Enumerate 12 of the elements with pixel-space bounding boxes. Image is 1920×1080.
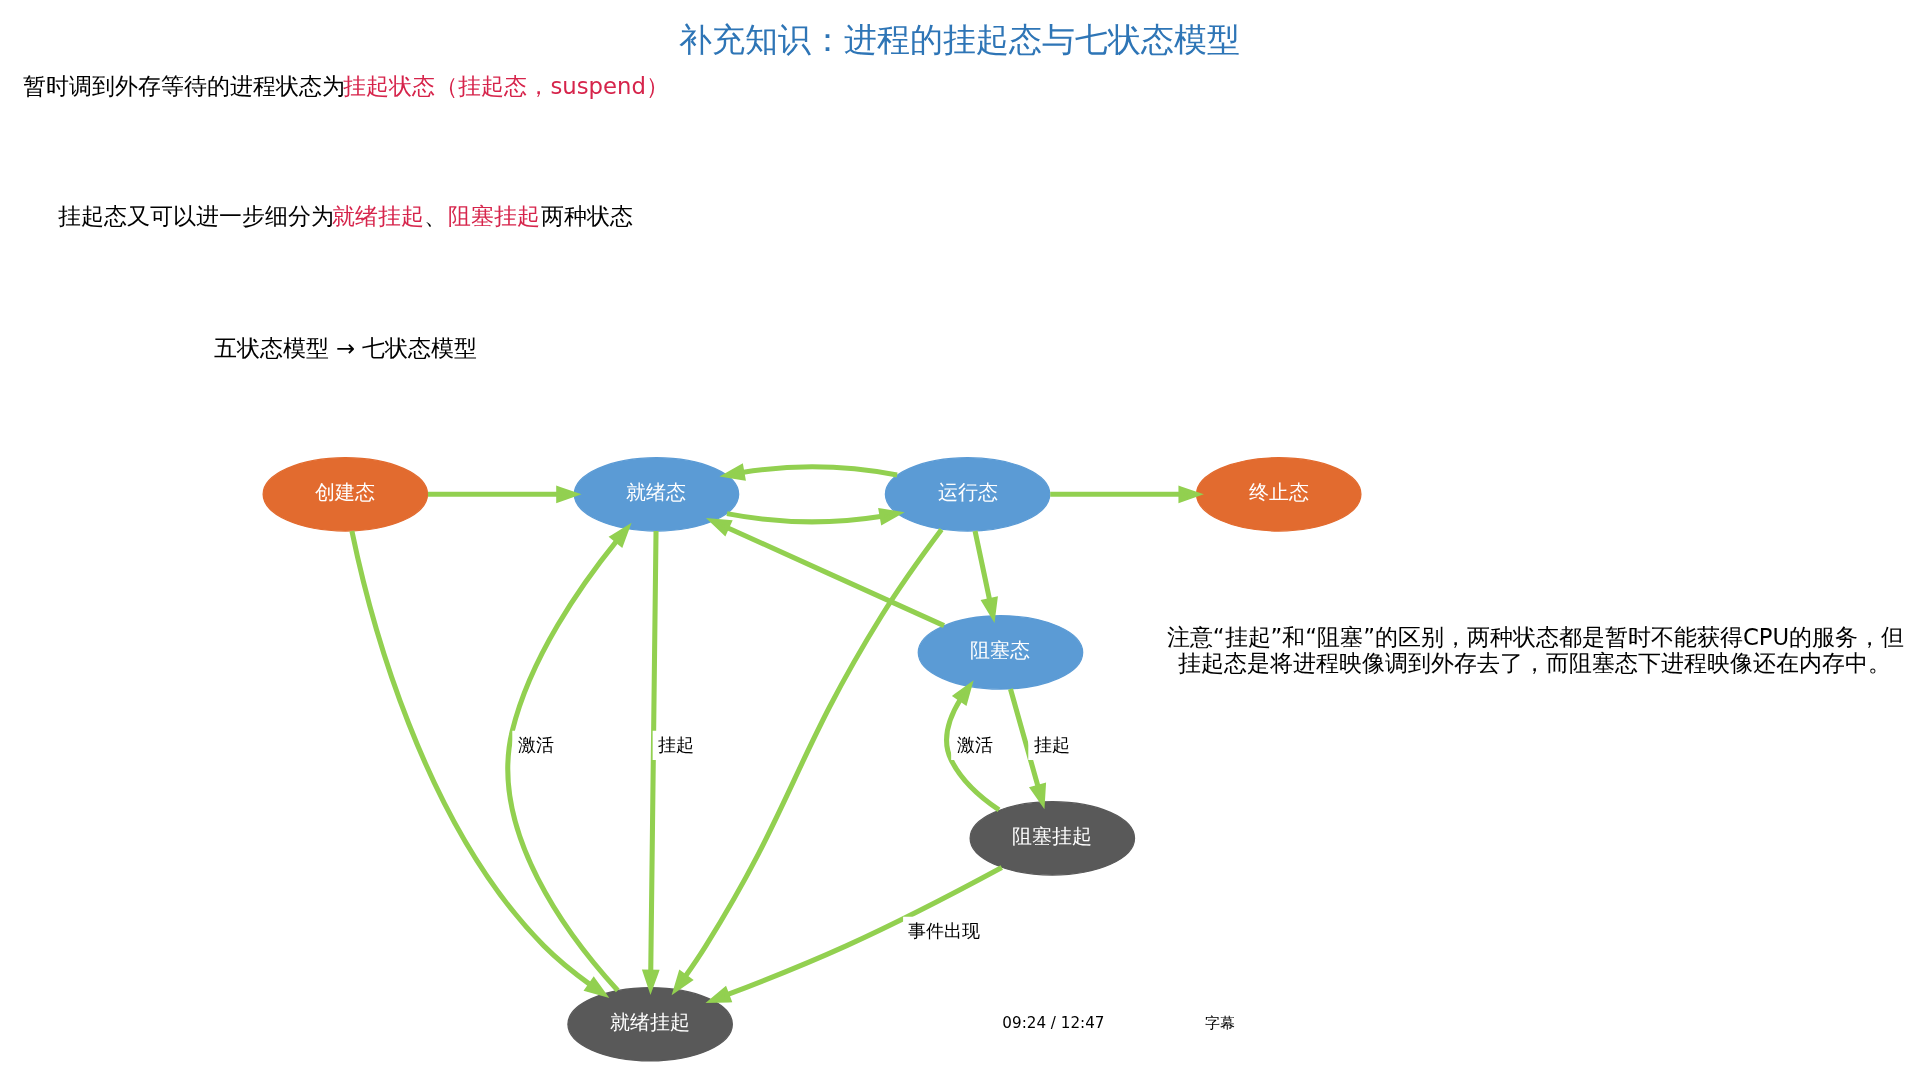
label: 挂起态又可以进一步细分为就绪挂起、阻塞挂起两种状态 <box>57 202 633 229</box>
edge-label: 挂起 <box>1033 734 1070 755</box>
label: 暂时调到外存等待的进程状态为挂起状态（挂起态，suspend） <box>23 72 669 99</box>
label: 五状态模型 → 七状态模型 <box>213 334 478 361</box>
edge-label: 挂起 <box>658 734 695 755</box>
diagram-title: 补充知识：进程的挂起态与七状态模型 <box>679 19 1241 59</box>
edge-label: 激活 <box>517 734 554 755</box>
label: 注意“挂起”和“阻塞”的区别，两种状态都是暂时不能获得CPU的服务，但挂起态是将进程映像调到外存去了，而阻塞态下进程映像还在内存中。 <box>1166 623 1905 676</box>
edge-label: 激活 <box>956 734 993 755</box>
edge-label: 事件出现 <box>908 920 981 941</box>
label: 09:24 / 12:47 <box>1002 1013 1105 1032</box>
label: 字幕 <box>1204 1013 1235 1032</box>
